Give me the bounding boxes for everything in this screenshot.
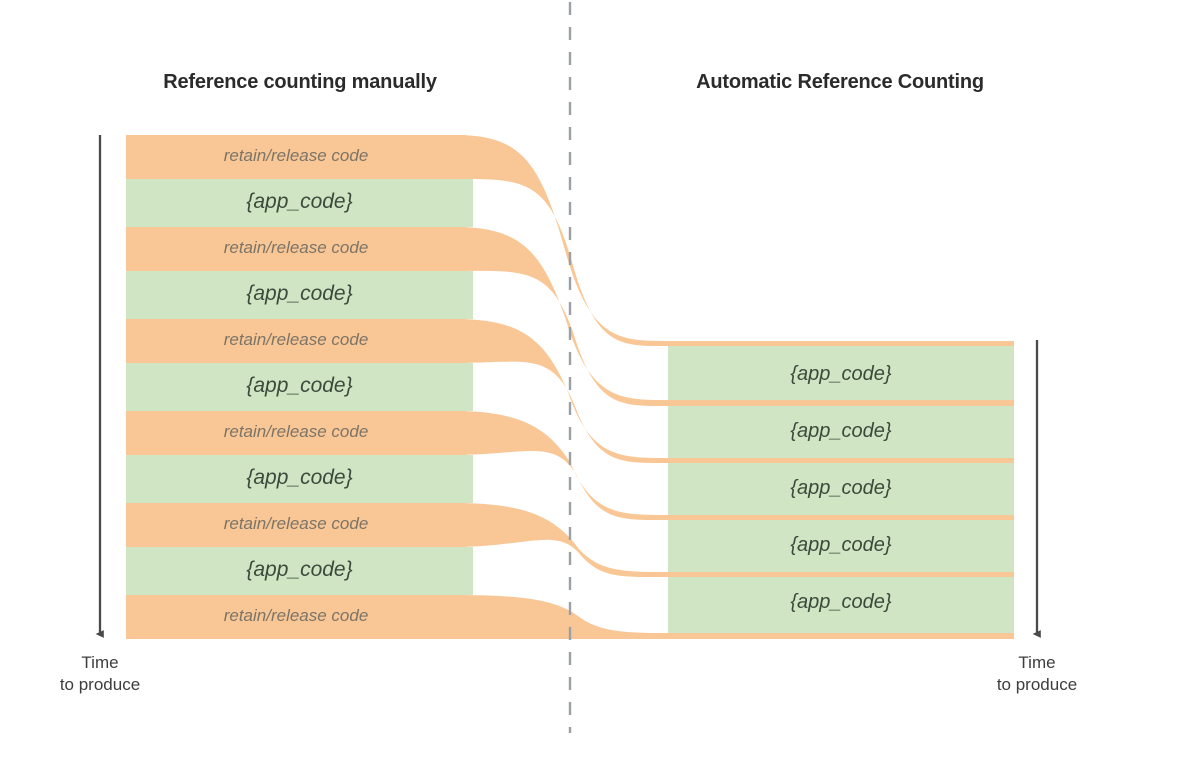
left-app-code-block	[126, 363, 473, 411]
left-retain-release-block	[126, 411, 466, 455]
left-retain-release-block	[126, 595, 466, 639]
left-retain-release-blocks	[126, 135, 466, 639]
column-title-manual: Reference counting manually	[163, 71, 437, 93]
left-retain-release-block	[126, 319, 466, 363]
left-retain-release-block	[126, 135, 466, 179]
axis-label-time-to-produce-left: Time to produce	[20, 652, 180, 697]
axis-label-line-2: to produce	[59, 675, 141, 695]
axis-label-line-1: Time	[81, 653, 119, 672]
left-app-code-blocks	[126, 179, 473, 595]
left-app-code-block	[126, 271, 473, 319]
right-app-code-block	[668, 577, 1014, 633]
left-app-code-block	[126, 179, 473, 227]
right-app-code-block	[668, 463, 1014, 515]
left-retain-release-block	[126, 227, 466, 271]
right-app-code-block	[668, 406, 1014, 458]
axis-label-line-2: to produce	[996, 675, 1078, 695]
axis-label-time-to-produce-right: Time to produce	[957, 652, 1117, 697]
left-app-code-block	[126, 455, 473, 503]
right-app-code-block	[668, 346, 1014, 400]
column-title-automatic: Automatic Reference Counting	[696, 71, 984, 93]
right-app-code-block	[668, 520, 1014, 572]
axis-label-line-1: Time	[1018, 653, 1056, 672]
right-app-code-blocks	[668, 346, 1014, 633]
left-retain-release-block	[126, 503, 466, 547]
left-app-code-block	[126, 547, 473, 595]
